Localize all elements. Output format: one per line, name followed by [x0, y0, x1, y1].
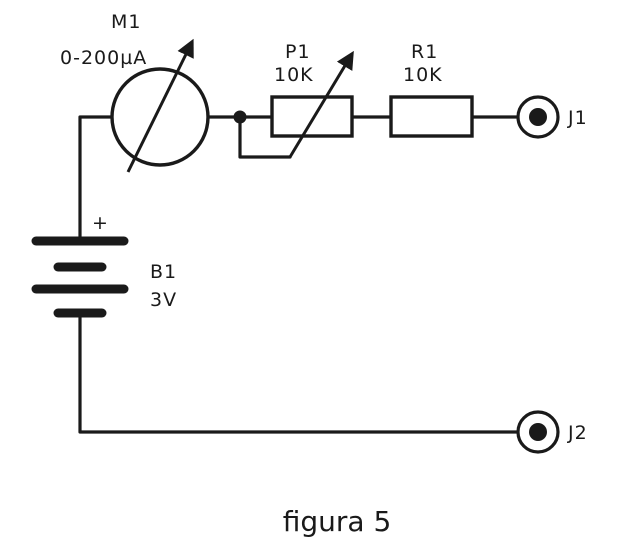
meter-m1: M1 0-200µA — [60, 11, 210, 173]
potentiometer-p1: P1 10K — [270, 41, 354, 158]
wire-battery-bottom — [78, 310, 522, 434]
battery-value-label: 3V — [150, 289, 177, 311]
wire-left-top — [78, 115, 114, 242]
jack-j1: J1 — [516, 95, 588, 139]
resistor-body — [389, 95, 474, 138]
battery-ref-label: B1 — [150, 261, 177, 283]
jack-j2: J2 — [516, 410, 588, 454]
resistor-value-label: 10K — [403, 64, 443, 86]
meter-value-label: 0-200µA — [60, 47, 147, 69]
jack-j1-inner — [529, 108, 547, 126]
battery-b1: + B1 3V — [31, 212, 177, 318]
meter-ref-label: M1 — [111, 11, 141, 33]
figure-caption: figura 5 — [283, 505, 392, 538]
resistor-r1: R1 10K — [389, 41, 474, 138]
jack-j2-label: J2 — [567, 422, 588, 444]
battery-polarity-label: + — [92, 212, 109, 234]
jack-j1-label: J1 — [567, 107, 588, 129]
wire-pot-wiper-loop — [238, 115, 292, 159]
resistor-ref-label: R1 — [411, 41, 438, 63]
potentiometer-ref-label: P1 — [285, 41, 311, 63]
potentiometer-value-label: 10K — [274, 64, 314, 86]
meter-circle — [110, 67, 210, 167]
meter-arrow — [126, 38, 194, 173]
junction-dot — [233, 110, 247, 124]
jack-j2-inner — [529, 423, 547, 441]
potentiometer-body — [270, 95, 354, 138]
potentiometer-arrow — [288, 50, 354, 158]
wires — [78, 115, 522, 434]
